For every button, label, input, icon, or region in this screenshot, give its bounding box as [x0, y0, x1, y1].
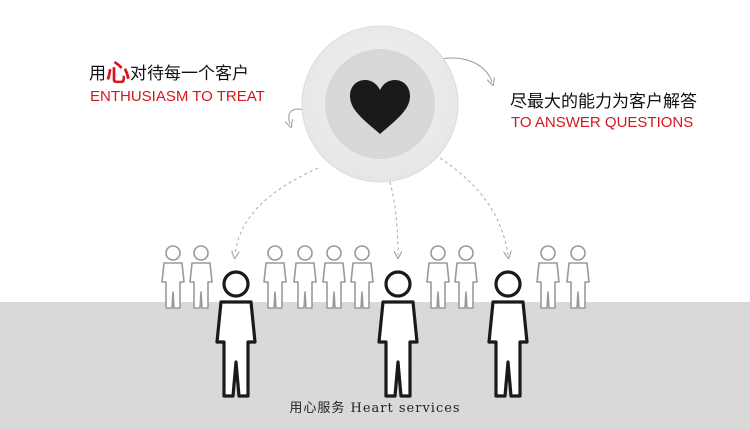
person-icon [293, 245, 317, 309]
left-slogan-highlight: 心 [106, 59, 130, 87]
person-icon [566, 245, 590, 309]
person-icon [161, 245, 185, 309]
heart-badge [301, 25, 459, 183]
person-icon [454, 245, 478, 309]
person-icon [215, 270, 257, 398]
person-icon [350, 245, 374, 309]
right-slogan-cn: 尽最大的能力为客户解答 [510, 92, 697, 112]
person-icon [487, 270, 529, 398]
dashed-arrow-right [439, 157, 508, 255]
left-slogan-cn: 用心对待每一个客户 [89, 59, 249, 87]
left-slogan-en: ENTHUSIASM TO TREAT [90, 88, 265, 105]
dashed-arrow-center [389, 181, 398, 255]
caption: 用心服务 Heart services [289, 401, 461, 416]
person-icon [322, 245, 346, 309]
person-icon [426, 245, 450, 309]
person-icon [377, 270, 419, 398]
dashed-arrow-left [235, 167, 319, 255]
person-icon [536, 245, 560, 309]
right-slogan-en: TO ANSWER QUESTIONS [511, 114, 694, 131]
heart-icon [350, 80, 410, 134]
floor-band [0, 302, 750, 429]
person-icon [263, 245, 287, 309]
person-icon [189, 245, 213, 309]
